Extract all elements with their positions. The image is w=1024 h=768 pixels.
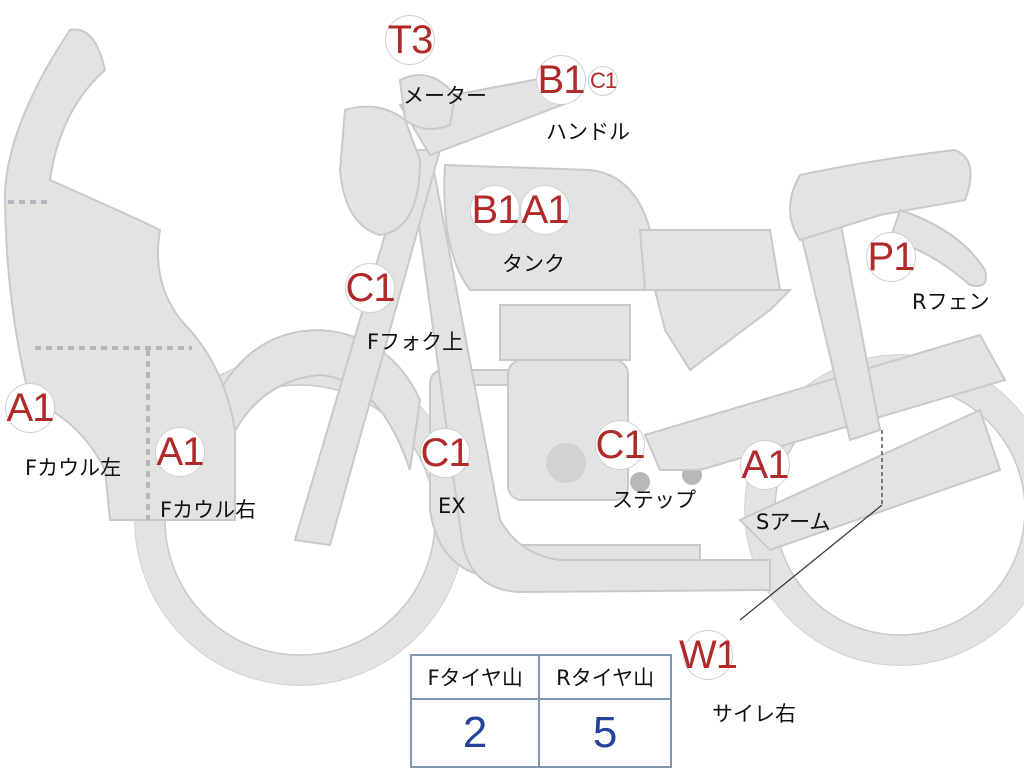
meter-badge: T3 xyxy=(385,15,435,65)
engine-cover xyxy=(546,443,586,483)
tire-tread-table: Fタイヤ山 Rタイヤ山 2 5 xyxy=(409,654,672,768)
swingarm-label: Sアーム xyxy=(756,510,831,534)
rear-tire-header: Rタイヤ山 xyxy=(538,654,672,700)
step-peg-1 xyxy=(630,472,650,492)
engine-top xyxy=(499,304,631,361)
rear-fender-label: Rフェン xyxy=(912,290,990,314)
seat-front xyxy=(638,229,782,291)
swingarm-badge: A1 xyxy=(740,440,790,490)
seat-rear xyxy=(789,148,972,242)
cowl-left-badge: A1 xyxy=(5,383,55,433)
ex-label: EX xyxy=(438,494,466,518)
rear-tire-value: 5 xyxy=(538,698,672,768)
meter xyxy=(398,74,457,130)
tank-badge-b1: B1 xyxy=(470,185,520,235)
rear-fender xyxy=(888,208,987,287)
front-tire-value: 2 xyxy=(409,698,541,768)
fork-upper-label: Fフォク上 xyxy=(367,330,464,354)
side-cover xyxy=(653,289,793,372)
tire-table-value-row: 2 5 xyxy=(409,698,672,768)
meter-label: メーター xyxy=(403,84,487,108)
ex-badge: C1 xyxy=(420,428,471,478)
lower-frame xyxy=(408,148,771,594)
tank-label: タンク xyxy=(502,252,565,276)
silencer-badge: W1 xyxy=(679,630,738,680)
front-tire-header: Fタイヤ山 xyxy=(409,654,541,700)
cowl-right-label: Fカウル右 xyxy=(160,498,257,522)
front-cowl xyxy=(3,28,236,521)
silencer-leader-line xyxy=(739,504,883,621)
tire-table-header-row: Fタイヤ山 Rタイヤ山 xyxy=(409,654,672,700)
silencer-right-label: サイレ右 xyxy=(712,702,796,726)
handle-label: ハンドル xyxy=(546,120,630,144)
fork-badge: C1 xyxy=(345,263,396,313)
muffler xyxy=(738,408,1002,552)
handle-badge-b1: B1 xyxy=(536,55,586,105)
tank-badge-a1: A1 xyxy=(520,185,570,235)
cowl-right-badge: A1 xyxy=(155,427,205,477)
headlight xyxy=(338,105,422,237)
handle-badge-c1: C1 xyxy=(588,66,618,96)
rear-fender-badge: P1 xyxy=(866,232,916,282)
step-badge: C1 xyxy=(595,420,646,470)
step-label: ステップ xyxy=(612,488,696,512)
cowl-left-label: Fカウル左 xyxy=(25,456,122,480)
